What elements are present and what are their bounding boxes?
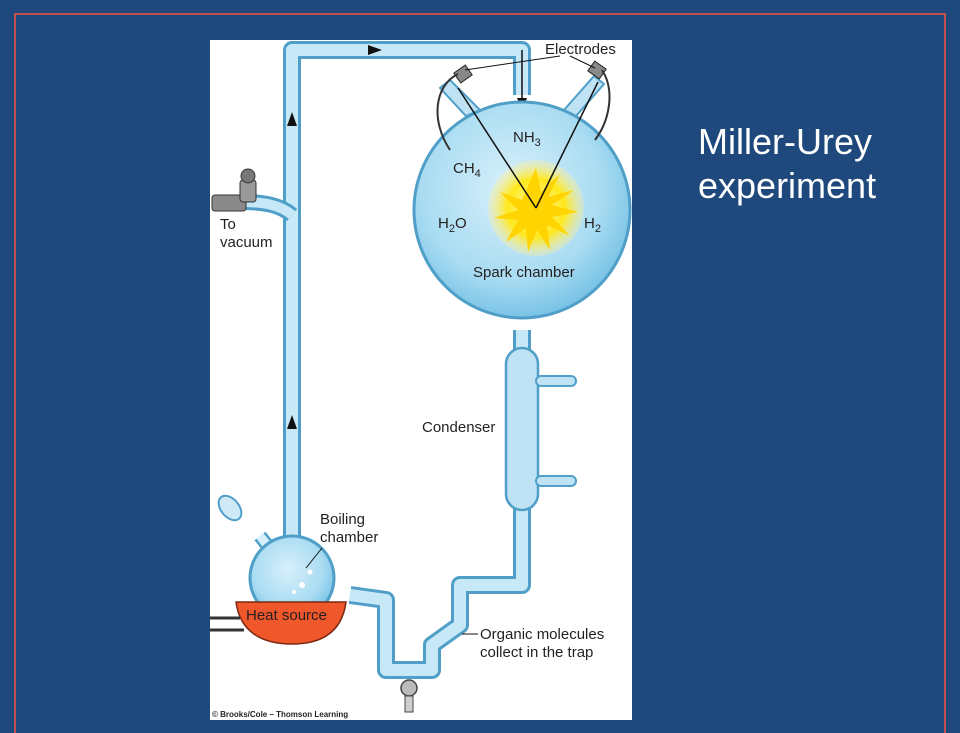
label-to-vacuum-2: vacuum [220, 234, 273, 251]
label-h2o: H2O [438, 215, 467, 235]
miller-urey-diagram: Electrodes NH3 CH4 H2O H2 Spark chamber … [210, 41, 632, 719]
label-boiling-1: Boiling [320, 511, 365, 528]
arrow-up-lower [287, 415, 297, 429]
label-condenser: Condenser [422, 419, 495, 436]
spark-chamber-flask [412, 74, 632, 320]
title-line-1: Miller-Urey [698, 121, 872, 162]
label-organic-1: Organic molecules [480, 626, 604, 643]
label-h2: H2 [584, 215, 601, 235]
label-copyright: © Brooks/Cole – Thomson Learning [212, 710, 348, 719]
slide-frame [14, 13, 946, 733]
trap-stopcock-icon [400, 679, 418, 713]
electrodes-icon [436, 55, 611, 151]
diagram-labels: Electrodes NH3 CH4 H2O H2 Spark chamber … [212, 41, 616, 719]
condenser [504, 346, 577, 512]
label-spark-chamber: Spark chamber [473, 264, 575, 281]
slide-title: Miller-Urey experiment [698, 120, 876, 208]
vacuum-stopcock-icon [211, 168, 257, 212]
diagram-panel: Electrodes NH3 CH4 H2O H2 Spark chamber … [210, 40, 632, 720]
title-line-2: experiment [698, 165, 877, 206]
label-heat-source: Heat source [246, 607, 327, 624]
label-electrodes: Electrodes [545, 41, 616, 58]
heat-source [210, 601, 347, 645]
spark-burst-icon [494, 168, 578, 252]
arrow-right-top [368, 45, 382, 55]
arrow-up-upper [287, 112, 297, 126]
label-organic-2: collect in the trap [480, 644, 593, 661]
label-nh3: NH3 [513, 129, 541, 149]
leader-lines [305, 547, 478, 635]
label-to-vacuum-1: To [220, 216, 236, 233]
label-ch4: CH4 [453, 160, 481, 180]
label-boiling-2: chamber [320, 529, 378, 546]
